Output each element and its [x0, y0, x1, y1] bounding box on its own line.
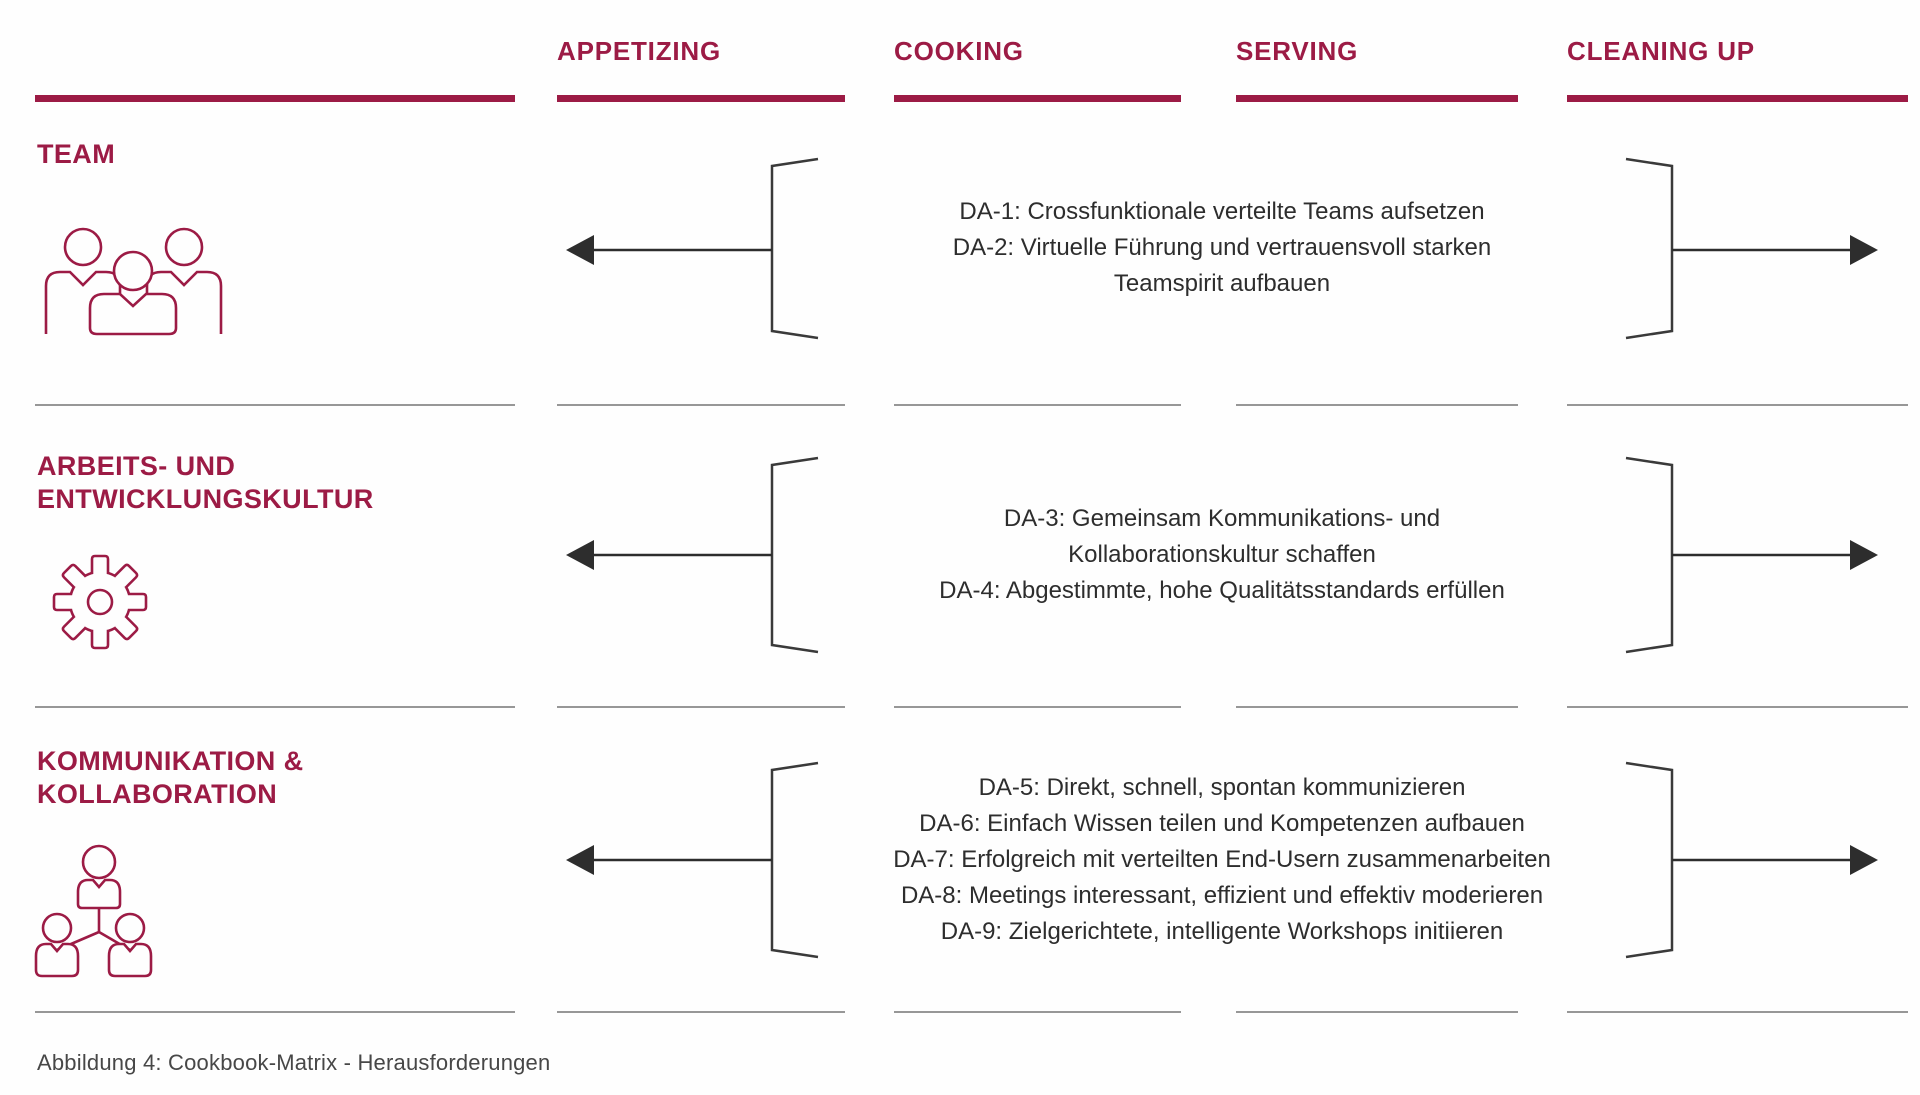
row-label-line: KOLLABORATION	[37, 779, 278, 809]
challenge-item: DA-6: Einfach Wissen teilen und Kompeten…	[919, 810, 1525, 837]
header-underline	[35, 95, 515, 102]
arrow-left-icon	[566, 845, 772, 875]
row-separator	[894, 404, 1181, 406]
right-bracket-icon	[1625, 157, 1674, 340]
left-bracket-icon	[770, 157, 819, 340]
row-separator	[1236, 706, 1518, 708]
challenge-item: DA-3: Gemeinsam Kommunikations- und	[1003, 505, 1441, 532]
arrow-left-icon	[566, 540, 772, 570]
column-header-appetizing: APPETIZING	[557, 36, 722, 66]
challenge-item: Teamspirit aufbauen	[1113, 270, 1331, 297]
gear-icon	[48, 548, 152, 654]
challenge-list-team: DA-1: Crossfunktionale verteilte Teams a…	[772, 194, 1672, 302]
challenge-item: DA-7: Erfolgreich mit verteilten End-Use…	[893, 846, 1551, 873]
row-label-line: KOMMUNIKATION &	[37, 746, 304, 776]
challenge-list-kommunikation: DA-5: Direkt, schnell, spontan kommunizi…	[772, 770, 1672, 950]
team-icon	[38, 224, 224, 336]
right-bracket-icon	[1625, 761, 1674, 959]
row-separator	[35, 1011, 515, 1013]
row-separator	[557, 404, 845, 406]
row-label-team: TEAM	[37, 138, 115, 171]
challenge-item: Kollaborationskultur schaffen	[1068, 541, 1376, 568]
column-header-serving: SERVING	[1236, 36, 1359, 66]
row-separator	[557, 1011, 845, 1013]
row-separator	[1567, 1011, 1908, 1013]
hierarchy-icon	[34, 842, 172, 982]
row-separator	[1236, 404, 1518, 406]
challenge-list-kultur: DA-3: Gemeinsam Kommunikations- und Koll…	[772, 501, 1672, 609]
header-underline	[557, 95, 845, 102]
row-separator	[1567, 706, 1908, 708]
right-bracket-icon	[1625, 456, 1674, 654]
challenge-item: DA-9: Zielgerichtete, intelligente Works…	[940, 918, 1504, 945]
row-separator	[35, 706, 515, 708]
column-header-cooking: COOKING	[894, 36, 1024, 66]
figure-caption: Abbildung 4: Cookbook-Matrix - Herausfor…	[37, 1050, 551, 1075]
arrow-right-icon	[1672, 235, 1878, 265]
row-separator	[557, 706, 845, 708]
left-bracket-icon	[770, 456, 819, 654]
row-separator	[1236, 1011, 1518, 1013]
row-separator	[894, 1011, 1181, 1013]
row-label-arbeitskultur: ARBEITS- UND ENTWICKLUNGSKULTUR	[37, 450, 374, 516]
row-separator	[1567, 404, 1908, 406]
column-header-cleaning-up: CLEANING UP	[1567, 36, 1755, 66]
header-underline	[1567, 95, 1908, 102]
row-label-line: ARBEITS- UND	[37, 451, 236, 481]
header-underline	[1236, 95, 1518, 102]
arrow-left-icon	[566, 235, 772, 265]
challenge-item: DA-8: Meetings interessant, effizient un…	[900, 882, 1544, 909]
arrow-right-icon	[1672, 540, 1878, 570]
challenge-item: DA-4: Abgestimmte, hohe Qualitätsstandar…	[939, 577, 1505, 604]
challenge-item: DA-5: Direkt, schnell, spontan kommunizi…	[978, 774, 1466, 801]
row-label-kommunikation: KOMMUNIKATION & KOLLABORATION	[37, 745, 303, 811]
challenge-item: DA-1: Crossfunktionale verteilte Teams a…	[959, 198, 1485, 225]
header-underline	[894, 95, 1181, 102]
row-label-line: TEAM	[37, 139, 116, 169]
arrow-right-icon	[1672, 845, 1878, 875]
challenge-item: DA-2: Virtuelle Führung und vertrauensvo…	[952, 234, 1492, 261]
row-separator	[35, 404, 515, 406]
row-separator	[894, 706, 1181, 708]
left-bracket-icon	[770, 761, 819, 959]
row-label-line: ENTWICKLUNGSKULTUR	[37, 484, 374, 514]
